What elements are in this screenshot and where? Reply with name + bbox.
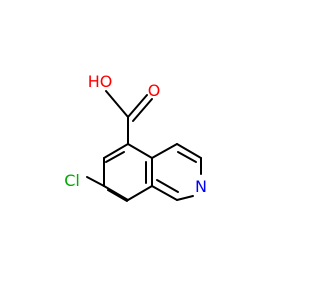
bond-c-oh [105,90,129,118]
chemical-structure-diagram: HO O N Cl [64,72,207,202]
nitrogen-label: N [195,177,207,196]
chlorine-label: Cl [64,171,80,190]
bond-lines [86,90,202,202]
bond-ring-9 [151,185,178,201]
bond-ring-3 [103,185,129,201]
bond-ring-6 [127,143,153,159]
bond-ring-1 [103,143,129,159]
bond-n-c-bottom [176,195,194,201]
bond-ring-4 [127,185,153,201]
bond-c-o-double-a [127,94,148,118]
bond-c-o-double-b [132,98,153,122]
bond-ring-8 [176,143,202,159]
bond-ring-9-inner [156,179,179,193]
hydroxyl-label: HO [88,72,113,91]
bond-c-cl [86,176,105,187]
structure-canvas: HO O N Cl [64,72,207,202]
bond-ring-8-inner [177,151,197,163]
bond-ring-1-inner [105,151,125,163]
bond-ring-7 [151,143,178,159]
carbonyl-oxygen-label: O [148,81,161,100]
bond-ring-3-inner [107,189,128,202]
